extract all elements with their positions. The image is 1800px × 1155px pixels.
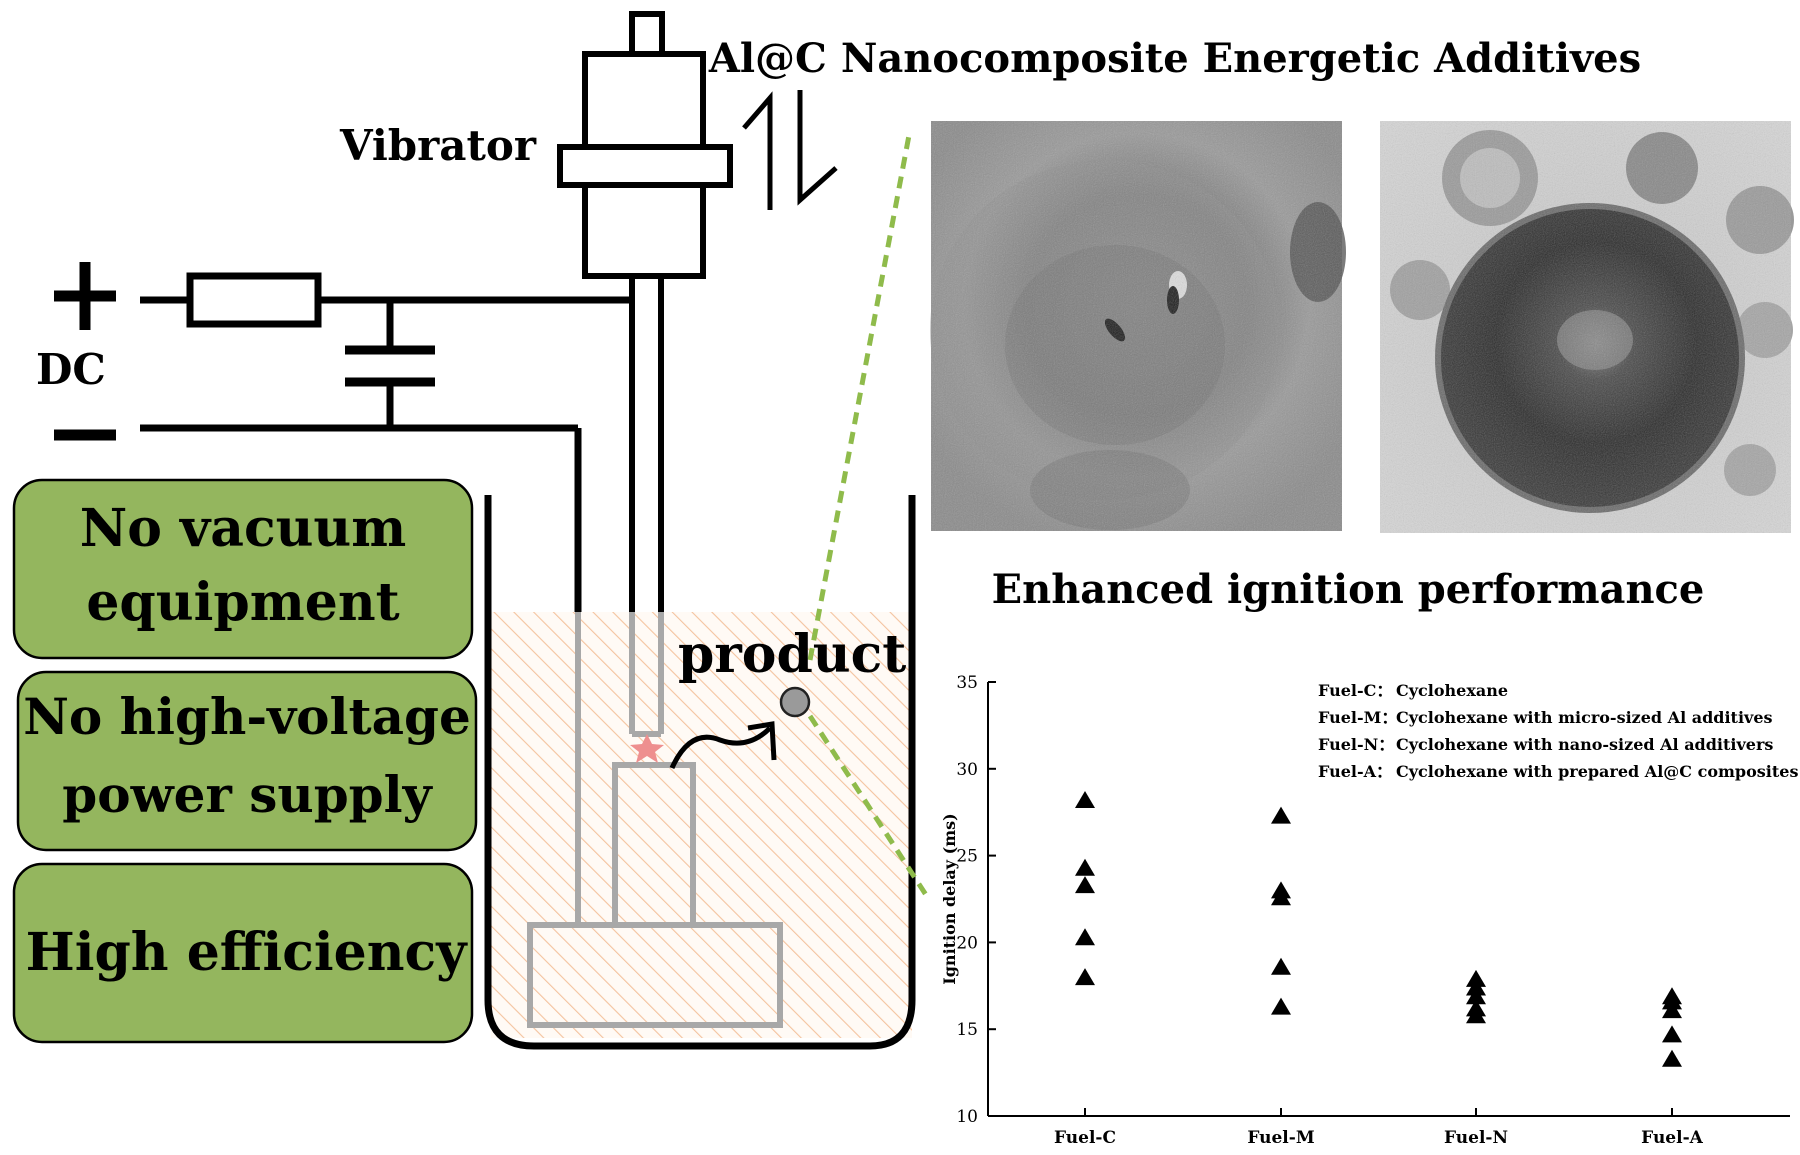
feature-no-high-voltage: No high-voltage power supply [16,670,478,852]
legend-text: Cyclohexane with nano-sized Al additiver… [1396,735,1773,754]
y-tick-label: 35 [956,673,978,693]
product-label: product [678,624,906,685]
svg-text:No high-voltage: No high-voltage [23,687,471,746]
dc-label: DC [36,345,106,394]
data-point-triangle [1075,876,1095,894]
beaker [484,495,916,1050]
zoom-line-upper [807,129,913,661]
x-tick-label: Fuel-A [1641,1128,1703,1148]
legend-text: Cyclohexane [1396,681,1508,700]
apparatus [54,11,916,1050]
spark-icon [630,734,664,763]
y-ticks: 10 15 20 25 30 35 [956,673,996,1127]
data-point-triangle [1075,928,1095,946]
feature-high-efficiency: High efficiency [12,862,474,1044]
data-point-triangle [1662,1049,1682,1067]
x-ticks: Fuel-C Fuel-M Fuel-N Fuel-A [1054,1108,1704,1148]
vibrator [557,11,733,279]
x-tick-label: Fuel-N [1444,1128,1508,1148]
x-tick-label: Fuel-C [1054,1128,1116,1148]
data-point-triangle [1075,791,1095,809]
data-points [1075,791,1682,1067]
chart-title: Enhanced ignition performance [992,566,1705,613]
data-point-triangle [1662,1025,1682,1043]
data-point-triangle [1271,806,1291,824]
x-tick-label: Fuel-M [1247,1128,1314,1148]
zoom-line-lower [807,714,931,900]
feature-list: No vacuum equipment No high-voltage powe… [12,478,478,1044]
legend-key: Fuel-C： [1318,681,1392,700]
svg-text:High efficiency: High efficiency [26,922,469,983]
data-point-triangle [1662,1001,1682,1019]
product-particle-icon [779,686,811,718]
data-point-triangle [1466,978,1486,996]
data-point-triangle [1466,1006,1486,1024]
tem-image-right [1380,121,1794,533]
svg-text:power supply: power supply [62,765,433,824]
feature-no-vacuum: No vacuum equipment [12,478,474,660]
y-tick-label: 30 [956,760,978,780]
electrode-base [527,612,783,1028]
legend-text: Cyclohexane with prepared Al@C composite… [1396,762,1798,781]
svg-text:No vacuum: No vacuum [80,498,407,559]
data-point-triangle [1466,969,1486,987]
data-point-triangle [1075,968,1095,986]
y-tick-label: 10 [956,1107,978,1127]
data-point-triangle [1466,987,1486,1005]
legend-key: Fuel-N： [1318,735,1394,754]
svg-text:equipment: equipment [86,572,399,633]
y-tick-label: 25 [956,847,978,867]
legend-key: Fuel-A： [1318,762,1392,781]
legend-key: Fuel-M： [1318,708,1397,727]
page-title: Al@C Nanocomposite Energetic Additives [708,35,1641,82]
y-axis-label: Ignition delay (ms) [940,813,959,984]
y-tick-label: 20 [956,933,978,953]
data-point-triangle [1271,957,1291,975]
data-point-triangle [1075,858,1095,876]
data-point-triangle [1662,992,1682,1010]
data-point-triangle [1271,997,1291,1015]
data-point-triangle [1271,888,1291,906]
vibrator-label: Vibrator [339,121,537,170]
tem-image-left [930,121,1346,531]
y-tick-label: 15 [956,1020,978,1040]
liquid [491,612,912,1038]
legend-text: Cyclohexane with micro-sized Al additive… [1396,708,1773,727]
product-arrow-icon [669,721,777,770]
vibration-arrows-icon [742,90,838,210]
